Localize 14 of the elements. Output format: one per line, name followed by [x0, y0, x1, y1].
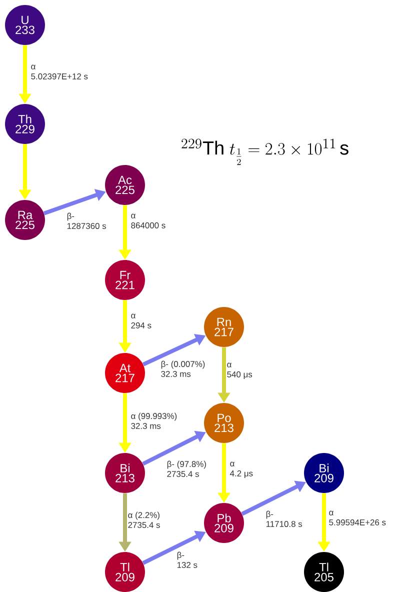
- edge-label: β- (0.007%) 32.3 ms: [160, 360, 206, 378]
- edge-label: α 294 s: [130, 313, 152, 329]
- edge-label: α 5.99594E+26 s: [328, 510, 387, 526]
- edge-label: α 540 μs: [226, 362, 254, 380]
- edge-label: β- 1287360 s: [66, 212, 107, 230]
- edge-label: β- 11710.8 s: [265, 510, 304, 528]
- edge-label: α 4.2 μs: [229, 461, 254, 479]
- edge-label: α (99.993%) 32.3 ms: [130, 412, 178, 430]
- title: $^{229}\mathrm{Th}\;t_{\frac{1}{2}} = 2.3\times 10^{11}\,\mathrm{s}$: [182, 138, 348, 165]
- edge-label: α (2.2%) 2735.4 s: [127, 511, 161, 529]
- edge-label: β- 132 s: [176, 551, 198, 569]
- edge-label: α 5.02397E+12 s: [30, 64, 89, 80]
- edge-label: β- (97.8%) 2735.4 s: [166, 460, 208, 478]
- edge-label: α 864000 s: [130, 213, 166, 229]
